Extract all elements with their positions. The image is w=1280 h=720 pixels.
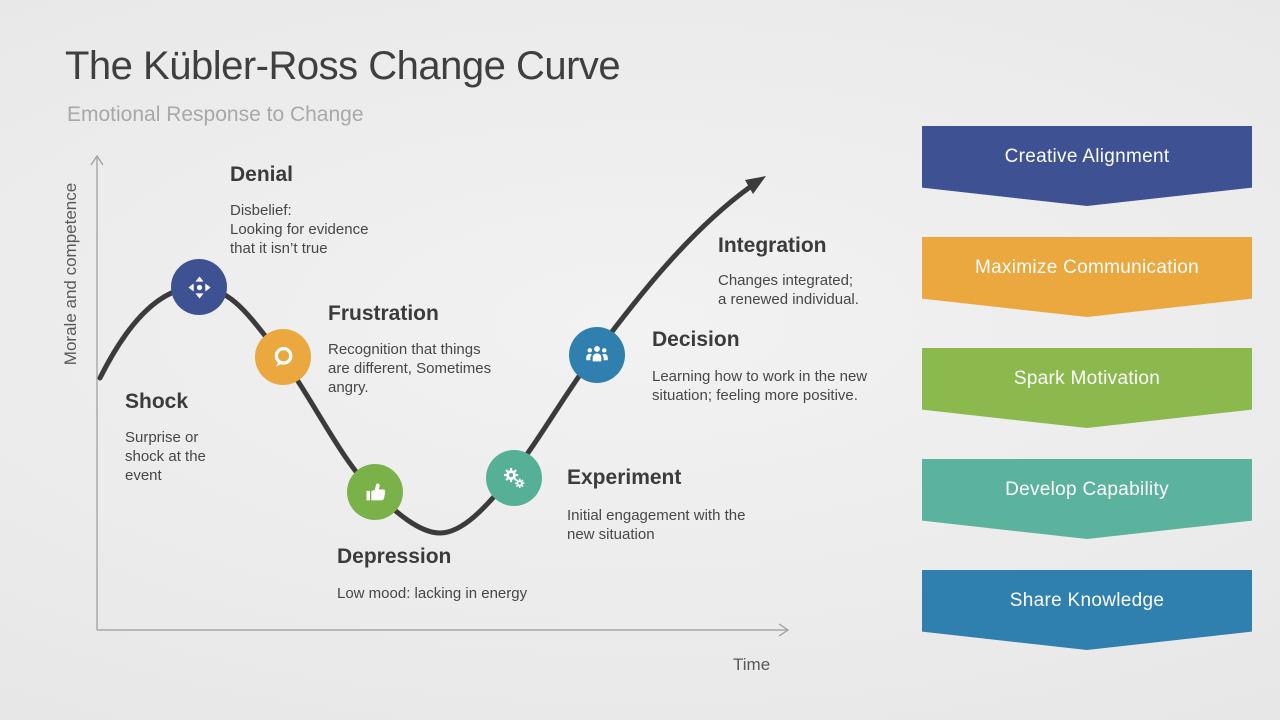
- stage-label-frustration: Frustration: [328, 302, 439, 325]
- y-axis-label: Morale and competence: [61, 182, 80, 366]
- stage-desc-experiment: Initial engagement with the new situatio…: [567, 507, 746, 543]
- stage-label-depression: Depression: [337, 545, 452, 568]
- banner-develop-capability: Develop Capability: [922, 459, 1252, 539]
- denial-node: [171, 259, 227, 315]
- banner-creative-alignment: Creative Alignment: [922, 126, 1252, 206]
- stage-label-integration: Integration: [718, 234, 827, 257]
- stage-label-shock: Shock: [125, 390, 189, 413]
- banner-maximize-communication: Maximize Communication: [922, 237, 1252, 317]
- page-subtitle: Emotional Response to Change: [67, 103, 364, 126]
- experiment-node: [486, 450, 542, 506]
- team-icon: [586, 346, 608, 362]
- stage-desc-shock: Surprise or shock at the event: [125, 429, 206, 484]
- y-axis-arrow-icon: [90, 154, 104, 166]
- banner-label: Develop Capability: [1005, 479, 1169, 500]
- depression-node: [347, 464, 403, 520]
- move-icon: [187, 275, 211, 299]
- banner-label: Creative Alignment: [1004, 146, 1170, 167]
- stage-desc-integration: Changes integrated; a renewed individual…: [718, 272, 859, 308]
- x-axis-label: Time: [733, 655, 771, 674]
- stage-desc-denial: Disbelief: Looking for evidence that it …: [230, 202, 369, 257]
- stage-desc-depression: Low mood: lacking in energy: [337, 585, 528, 602]
- banner-label: Share Knowledge: [1009, 590, 1165, 611]
- chat-icon: [274, 346, 293, 367]
- x-axis-arrow-icon: [778, 623, 790, 637]
- page-title: The Kübler-Ross Change Curve: [65, 44, 621, 88]
- banner-label: Maximize Communication: [974, 257, 1200, 278]
- stage-desc-frustration: Recognition that things are different, S…: [328, 341, 492, 396]
- thumbs-up-icon: [366, 483, 385, 500]
- banner-label: Spark Motivation: [1013, 368, 1161, 389]
- banner-share-knowledge: Share Knowledge: [922, 570, 1252, 650]
- stage-desc-decision: Learning how to work in the new situatio…: [652, 368, 868, 404]
- stage-label-experiment: Experiment: [567, 466, 682, 489]
- stage-label-decision: Decision: [652, 328, 740, 351]
- banner-spark-motivation: Spark Motivation: [922, 348, 1252, 428]
- gears-icon: [503, 467, 525, 488]
- stage-label-denial: Denial: [230, 163, 294, 186]
- decision-node: [569, 327, 625, 383]
- curve-arrowhead-icon: [745, 176, 766, 194]
- frustration-node: [255, 329, 311, 385]
